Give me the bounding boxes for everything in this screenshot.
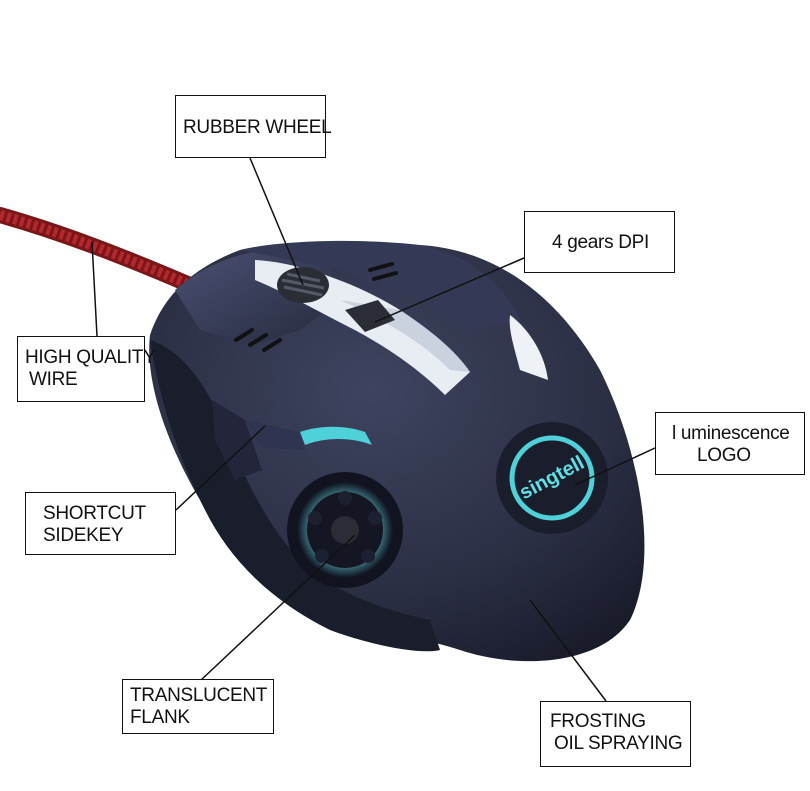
callout-wire: HIGH QUALITY WIRE [17, 336, 156, 402]
callout-dpi-line-1: 4 gears DPI [552, 232, 650, 253]
leader-wire [91, 241, 98, 337]
callout-logo-line-1: l uminescence [672, 423, 790, 444]
callout-sidekey-line-1: SHORTCUT [43, 503, 146, 524]
callout-flank-line-1: TRANSLUCENT [130, 685, 268, 706]
luminescence-logo: singtell [496, 422, 608, 534]
callout-rubber-wheel: RUBBER WHEEL [175, 95, 332, 158]
callout-frosting-line-2: OIL SPRAYING [554, 733, 683, 754]
leader-lines [91, 157, 656, 702]
callout-logo-line-2: LOGO [697, 445, 751, 466]
leader-dpi [374, 257, 525, 323]
callout-frosting: FROSTING OIL SPRAYING [540, 701, 691, 767]
callout-sidekey-line-2: SIDEKEY [43, 525, 124, 546]
callout-rubber-wheel-line-1: RUBBER WHEEL [183, 117, 332, 138]
leader-rubber-wheel [249, 157, 304, 286]
callout-dpi: 4 gears DPI [524, 211, 675, 273]
leader-sidekey [175, 425, 266, 511]
cable [0, 207, 198, 293]
leader-logo [574, 447, 656, 486]
callout-flank-line-2: FLANK [130, 707, 190, 728]
callout-frosting-line-1: FROSTING [550, 711, 646, 732]
leader-flank [199, 534, 356, 682]
callout-wire-line-2: WIRE [29, 369, 78, 390]
callout-wire-line-1: HIGH QUALITY [25, 347, 156, 368]
callout-flank: TRANSLUCENT FLANK [122, 679, 274, 734]
callout-logo: l uminescence LOGO [655, 412, 805, 475]
callout-sidekey: SHORTCUT SIDEKEY [25, 492, 176, 555]
leader-frosting [529, 599, 607, 702]
mouse-body [149, 240, 645, 662]
